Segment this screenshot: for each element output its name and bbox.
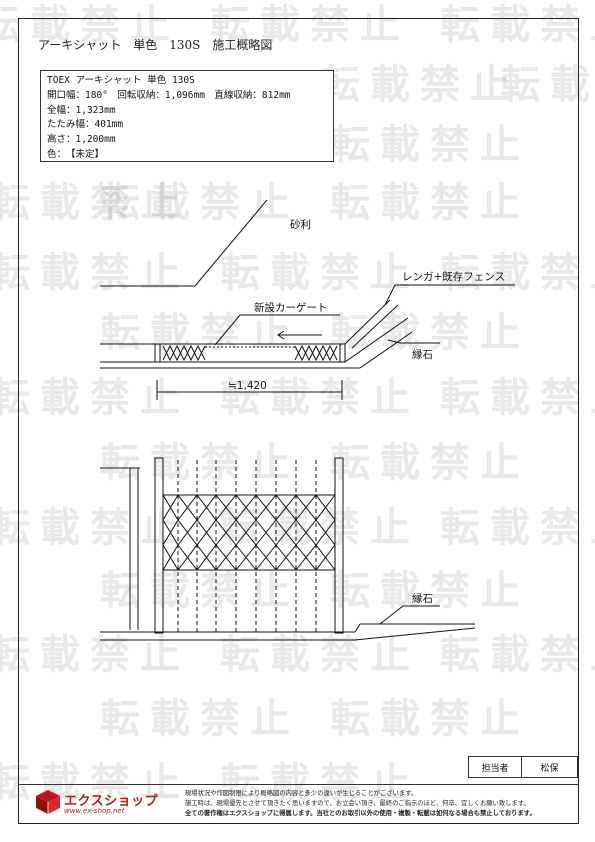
note-line: 現場状況や作図制限により概略図の内容と多少の違いが生じることがございます。: [185, 790, 418, 797]
footer-divider: [18, 784, 579, 785]
elev-curb-slope: [354, 627, 476, 641]
gravel-edge-line: [194, 199, 268, 287]
elev-curb-step: [354, 623, 361, 633]
curb-label-plan: 縁石: [412, 348, 433, 361]
spec-product: TOEX アーキシャット 単色 130S: [47, 75, 195, 86]
spec-opening: 開口幅：180° 回転収納：1,096mm 直線収納：812mm: [47, 89, 291, 101]
note-line: 施工時は、現場優先とさせて頂きたく思いますので、お立会い頂き、最終のご指示のほど…: [185, 800, 530, 807]
fence-label-pointer: [384, 284, 396, 306]
elev-curb-label-pointer: [379, 605, 404, 625]
gate-plan-lattice-left: [162, 344, 206, 362]
curb-line-top: [344, 317, 409, 363]
logo-name: エクスショップ: [64, 794, 159, 809]
logo-url: www.ex-shop.net: [64, 807, 125, 815]
spec-box: TOEX アーキシャット 単色 130S 開口幅：180° 回転収納：1,096…: [40, 70, 334, 162]
gate-plan-body: [154, 343, 346, 363]
footer-notes: 現場状況や作図制限により概略図の内容と多少の違いが生じることがございます。 施工…: [185, 789, 536, 819]
dimension-label: ≒1,420: [228, 380, 267, 392]
gravel-label: 砂利: [290, 218, 311, 231]
gate-plan-lattice-right: [294, 344, 338, 362]
elev-gate-vertical-bars: [177, 460, 317, 632]
spec-color: 色： 【未定】: [47, 148, 105, 160]
spec-height: 高さ：1,200mm: [47, 134, 116, 146]
sheet-border: [18, 18, 579, 824]
staff-stamp-box: 担当者 松保: [468, 756, 578, 778]
curb-label-elevation: 縁石: [412, 592, 433, 605]
fence-line-inner: [351, 304, 399, 349]
logo-box-icon: [36, 790, 60, 814]
gate-label-pointer: [214, 314, 241, 346]
elev-gate-post-right: [334, 457, 344, 634]
elev-gate-post-left: [154, 457, 164, 634]
curb-line-diagonal: [359, 331, 413, 369]
drawing-title: アーキシャット 単色 130S 施工概略図: [38, 38, 273, 52]
elev-gate-lattice: [162, 494, 336, 571]
spec-folded-width: たたみ幅：401mm: [47, 119, 124, 131]
note-line: 全ての著作権はエクスショップに帰属します。当社とのお取引以外の使用・複製・転載は…: [185, 810, 536, 817]
spec-width: 全幅：1,323mm: [47, 104, 116, 116]
curb-label-pointer: [387, 339, 401, 344]
stamp-name: 松保: [540, 763, 559, 774]
fence-line-outer: [344, 299, 391, 345]
stamp-role: 担当者: [469, 757, 522, 777]
fence-label: レンガ+既存フェンス: [402, 270, 505, 283]
direction-arrow-head: [277, 330, 285, 340]
new-gate-label: 新設カーゲート: [254, 301, 328, 314]
